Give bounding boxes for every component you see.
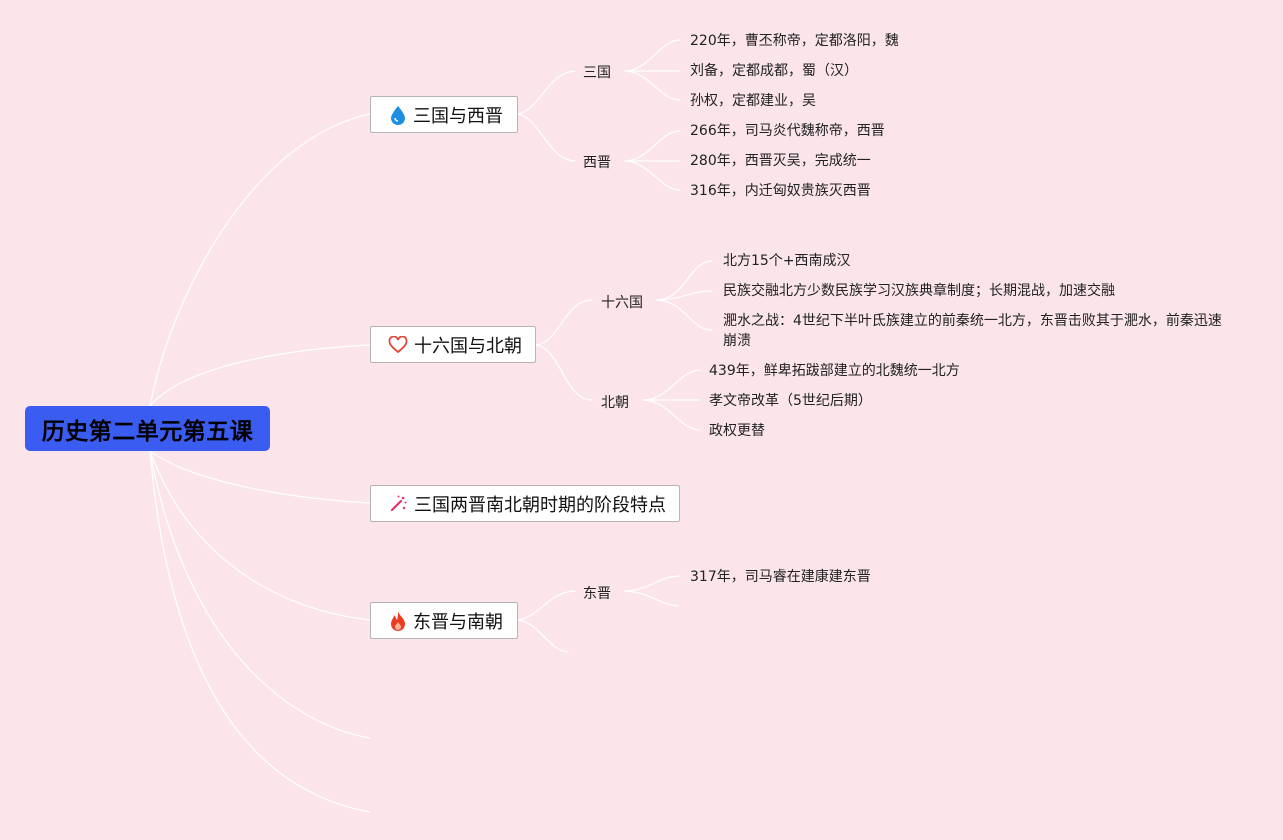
central-topic-label: 历史第二单元第五课 xyxy=(41,418,254,445)
topic-label: 东晋与南朝 xyxy=(413,611,503,633)
leaf-item[interactable]: 316年，内迁匈奴贵族灭西晋 xyxy=(690,183,871,199)
leaf-item[interactable]: 民族交融北方少数民族学习汉族典章制度；长期混战，加速交融 xyxy=(723,283,1115,299)
topic-period-characteristics[interactable]: 三国两晋南北朝时期的阶段特点 xyxy=(370,485,680,522)
subtopic-three-kingdoms[interactable]: 三国 xyxy=(583,65,611,81)
water-drop-icon xyxy=(388,104,407,126)
leaf-item[interactable]: 北方15个+西南成汉 xyxy=(723,253,851,269)
leaf-item[interactable]: 孙权，定都建业，吴 xyxy=(690,93,816,109)
subtopic-eastern-jin[interactable]: 东晋 xyxy=(583,586,611,602)
topic-three-kingdoms-western-jin[interactable]: 三国与西晋 xyxy=(370,96,518,133)
central-topic[interactable]: 历史第二单元第五课 xyxy=(25,406,270,451)
topic-label: 十六国与北朝 xyxy=(414,335,522,357)
leaf-item[interactable]: 政权更替 xyxy=(709,423,765,439)
subtopic-sixteen-kingdoms[interactable]: 十六国 xyxy=(601,295,643,311)
fire-icon xyxy=(388,610,407,632)
magic-wand-icon xyxy=(388,493,408,515)
topic-label: 三国与西晋 xyxy=(413,105,503,127)
subtopic-western-jin[interactable]: 西晋 xyxy=(583,155,611,171)
leaf-item[interactable]: 淝水之战：4世纪下半叶氐族建立的前秦统一北方，东晋击败其于淝水，前秦迅速崩溃 xyxy=(723,313,1222,349)
leaf-item[interactable]: 266年，司马炎代魏称帝，西晋 xyxy=(690,123,885,139)
leaf-item[interactable]: 439年，鲜卑拓跋部建立的北魏统一北方 xyxy=(709,363,960,379)
topic-sixteen-kingdoms-northern-dynasties[interactable]: 十六国与北朝 xyxy=(370,326,536,363)
leaf-item[interactable]: 孝文帝改革（5世纪后期） xyxy=(709,393,872,409)
leaf-item[interactable]: 280年，西晋灭吴，完成统一 xyxy=(690,153,871,169)
heart-icon xyxy=(388,334,408,356)
topic-label: 三国两晋南北朝时期的阶段特点 xyxy=(414,494,666,516)
leaf-item[interactable]: 317年，司马睿在建康建东晋 xyxy=(690,569,871,585)
subtopic-northern-dynasties[interactable]: 北朝 xyxy=(601,395,629,411)
topic-eastern-jin-southern-dynasties[interactable]: 东晋与南朝 xyxy=(370,602,518,639)
leaf-item[interactable]: 刘备，定都成都，蜀（汉） xyxy=(690,63,858,79)
leaf-item[interactable]: 220年，曹丕称帝，定都洛阳，魏 xyxy=(690,33,899,49)
